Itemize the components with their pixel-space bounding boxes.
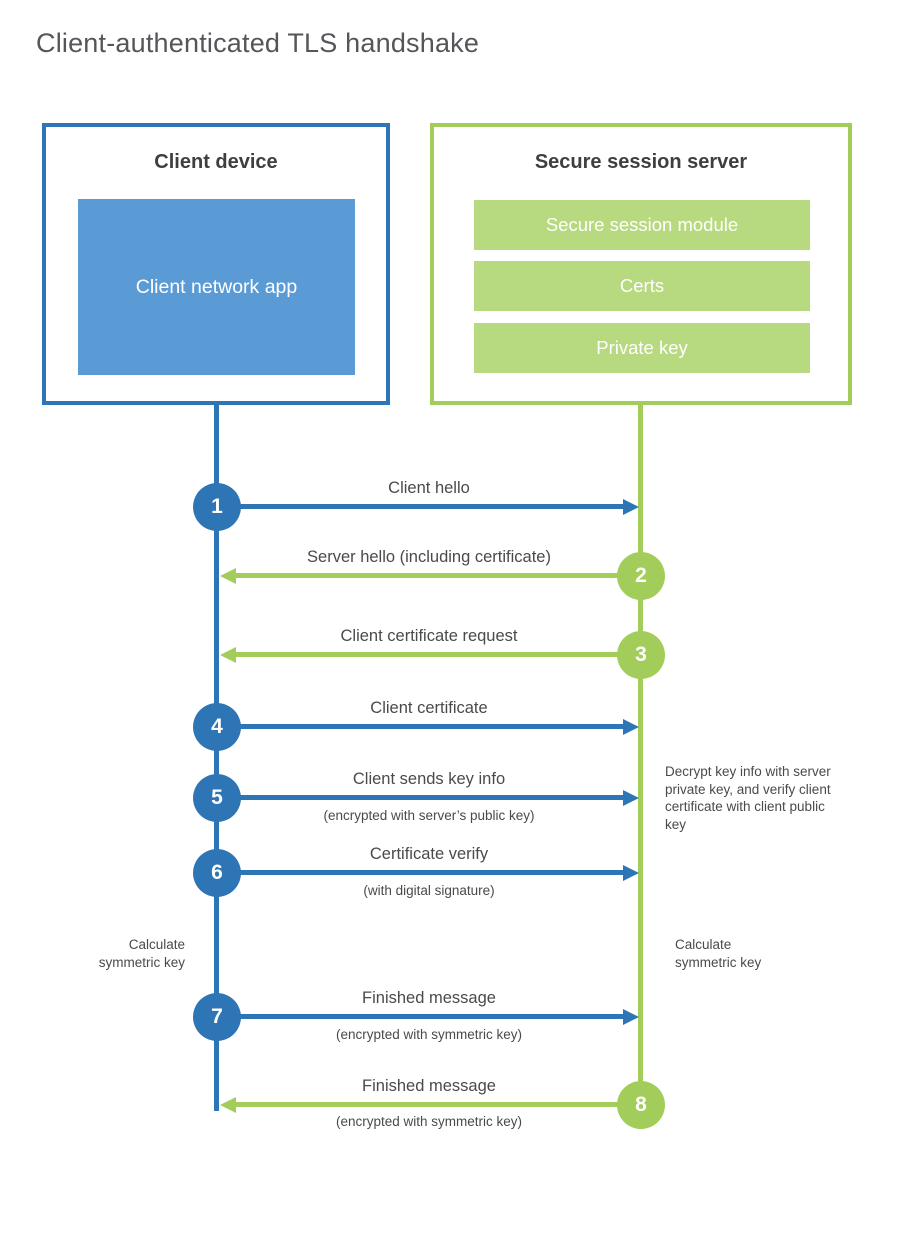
step-circle: 6: [193, 849, 241, 897]
message-label: Certificate verify: [369, 845, 489, 863]
message-arrow-line: [217, 1014, 623, 1019]
message-arrow-line: [217, 724, 623, 729]
server-module-bar: Secure session module: [474, 200, 810, 250]
message-arrow-line: [236, 573, 641, 578]
step-circle: 8: [617, 1081, 665, 1129]
note-calculate-symmetric-key-server: Calculate symmetric key: [675, 937, 762, 970]
client-device-heading: Client device: [154, 151, 278, 173]
arrowhead-right-icon: [623, 719, 639, 735]
arrowhead-right-icon: [623, 790, 639, 806]
message-arrow-line: [217, 795, 623, 800]
message-label: Client hello: [388, 479, 470, 497]
message-arrow-line: [217, 504, 623, 509]
arrowhead-left-icon: [220, 568, 236, 584]
diagram-title: Client-authenticated TLS handshake: [36, 28, 480, 58]
arrowhead-right-icon: [623, 865, 639, 881]
step-circle: 1: [193, 483, 241, 531]
message-arrow-line: [236, 652, 641, 657]
note-decrypt-key-info: Decrypt key info with server private key…: [665, 764, 831, 832]
message-label: Client certificate request: [340, 627, 518, 645]
step-circle: 7: [193, 993, 241, 1041]
secure-session-server-heading: Secure session server: [534, 151, 748, 173]
server-lifeline: [638, 405, 643, 1129]
client-lifeline: [214, 405, 219, 1111]
step-circle: 4: [193, 703, 241, 751]
client-network-app-label: Client network app: [135, 276, 298, 298]
arrowhead-left-icon: [220, 1097, 236, 1113]
arrowhead-left-icon: [220, 647, 236, 663]
message-sublabel: (encrypted with symmetric key): [335, 1027, 523, 1042]
message-label: Server hello (including certificate): [307, 548, 551, 566]
message-label: Finished message: [362, 1077, 496, 1095]
step-circle: 5: [193, 774, 241, 822]
arrowhead-right-icon: [623, 499, 639, 515]
message-label: Client certificate: [370, 699, 488, 717]
message-label: Finished message: [362, 989, 496, 1007]
message-sublabel: (encrypted with server’s public key): [323, 808, 535, 823]
message-arrow-line: [236, 1102, 641, 1107]
message-sublabel: (encrypted with symmetric key): [335, 1114, 523, 1129]
message-label: Client sends key info: [352, 770, 506, 788]
note-calculate-symmetric-key-client: Calculate symmetric key: [98, 937, 185, 970]
server-module-bar: Private key: [474, 323, 810, 373]
message-arrow-line: [217, 870, 623, 875]
arrowhead-right-icon: [623, 1009, 639, 1025]
message-sublabel: (with digital signature): [363, 883, 495, 898]
step-circle: 2: [617, 552, 665, 600]
client-network-app-box: Client network app: [78, 199, 355, 375]
server-module-bar: Certs: [474, 261, 810, 311]
step-circle: 3: [617, 631, 665, 679]
